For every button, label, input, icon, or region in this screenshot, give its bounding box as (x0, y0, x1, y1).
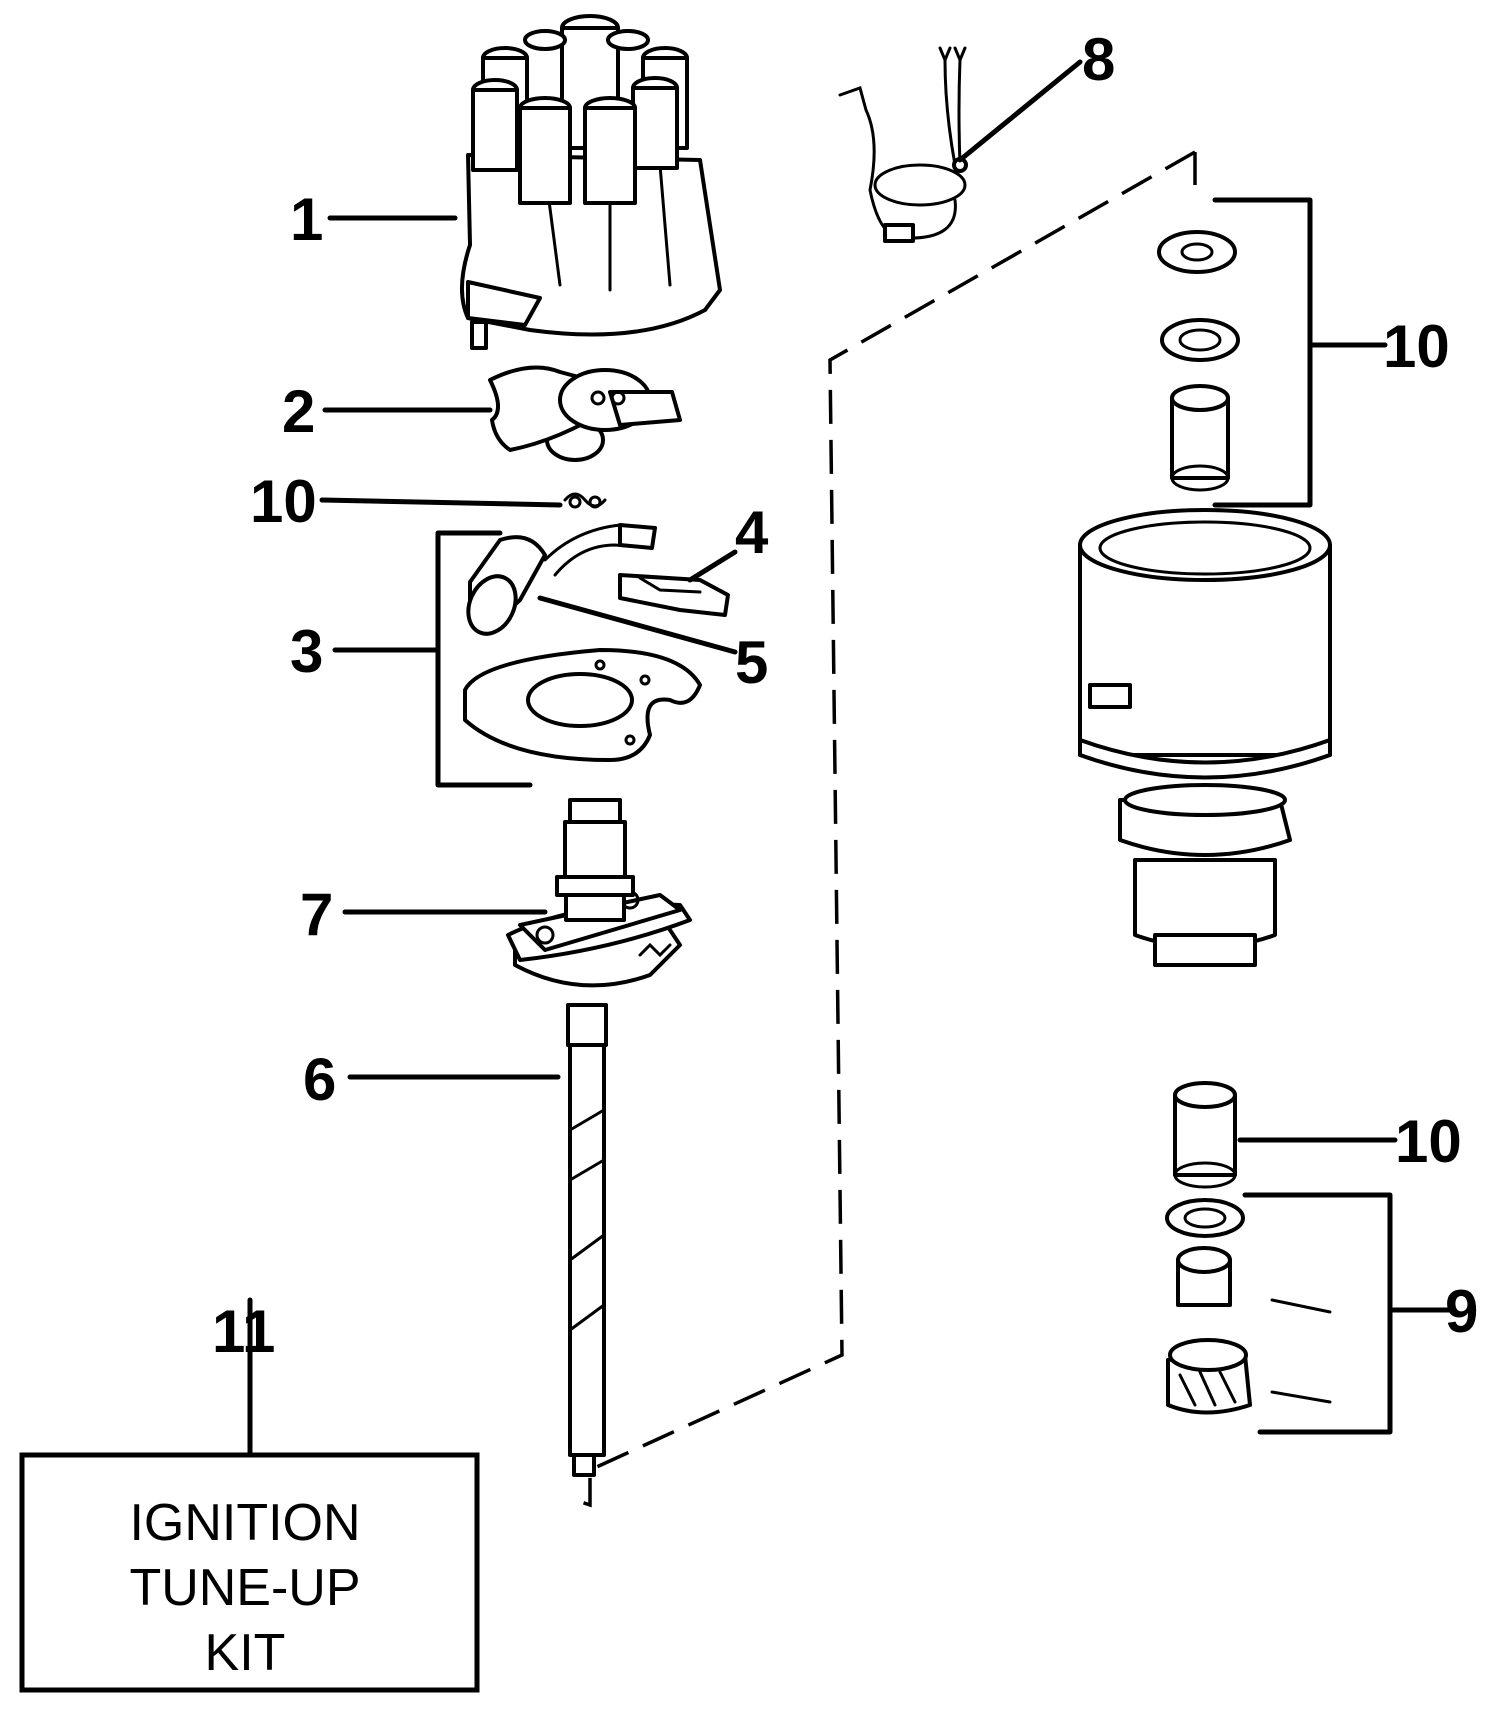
rotor (488, 365, 682, 462)
kit-label-line-1: IGNITION (129, 1494, 360, 1552)
advance-weight-assembly (506, 890, 692, 988)
condenser (466, 523, 657, 636)
callout-4: 4 (735, 499, 769, 566)
callout-10-bottom: 10 (1395, 1108, 1462, 1175)
callout-6: 6 (303, 1046, 336, 1113)
retainer-clip (563, 492, 607, 509)
callout-5: 5 (735, 629, 768, 696)
callout-2: 2 (282, 378, 315, 445)
contact-points (618, 573, 730, 617)
upper-bushing-kit (1157, 230, 1240, 492)
leader-lines (247, 59, 1453, 1458)
distributor-shaft (555, 798, 635, 1477)
lower-bushing (1173, 1081, 1237, 1189)
wiring-lead (838, 46, 968, 243)
breaker-plate (463, 648, 702, 762)
kit-box (19, 1452, 480, 1693)
distributor-cap (459, 14, 722, 350)
callout-8: 8 (1082, 26, 1115, 93)
callout-1: 1 (290, 186, 323, 253)
distributor-housing (1078, 508, 1332, 967)
kit-label-line-3: KIT (205, 1624, 286, 1682)
gear-kit (1165, 1198, 1332, 1415)
callout-3: 3 (290, 618, 323, 685)
callout-9: 9 (1445, 1278, 1478, 1345)
kit-label-line-2: TUNE-UP (129, 1559, 360, 1617)
callout-11: 11 (212, 1298, 275, 1365)
callout-7: 7 (300, 881, 333, 948)
callout-10-left: 10 (250, 468, 317, 535)
callout-10-top: 10 (1383, 313, 1450, 380)
dashed-outline (574, 150, 1197, 1508)
